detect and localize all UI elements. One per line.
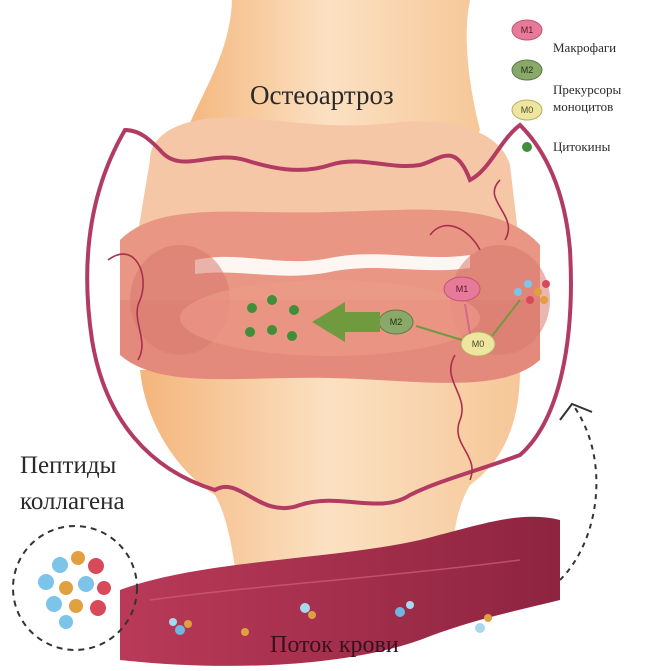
blood-flow-label: Поток крови (270, 632, 399, 659)
peptide-dot (308, 611, 316, 619)
cytokine-dot (245, 327, 255, 337)
peptide-dot (300, 603, 310, 613)
peptide-cluster (38, 551, 111, 629)
peptide-dot (406, 601, 414, 609)
peptides-label-line1: Пептиды (20, 448, 125, 484)
return-arrow-head (560, 404, 592, 420)
peptide-dot (38, 574, 54, 590)
peptide-dot (395, 607, 405, 617)
peptide-dot (169, 618, 177, 626)
peptide-dot (78, 576, 94, 592)
svg-text:M0: M0 (472, 339, 485, 349)
peptide-dot (90, 600, 106, 616)
peptide-dot (97, 581, 111, 595)
legend-monocytes-label: моноцитов (553, 99, 613, 115)
peptide-dot (52, 557, 68, 573)
peptide-dot (542, 280, 550, 288)
peptide-dot (71, 551, 85, 565)
cytokine-dot (267, 295, 277, 305)
peptide-dot (540, 296, 548, 304)
peptide-dot (88, 558, 104, 574)
peptide-zoom-circle (13, 526, 137, 650)
return-arrow (560, 408, 596, 580)
peptide-dot (175, 625, 185, 635)
peptide-dot (484, 614, 492, 622)
peptide-dot (46, 596, 62, 612)
peptides-label-line2: коллагена (20, 484, 125, 520)
svg-text:M2: M2 (521, 65, 534, 75)
peptide-dot (241, 628, 249, 636)
peptide-dot (526, 296, 534, 304)
svg-text:M2: M2 (390, 317, 403, 327)
legend-cytokine-dot (522, 142, 532, 152)
peptide-dot (514, 288, 522, 296)
svg-text:M1: M1 (521, 25, 534, 35)
peptide-dot (59, 615, 73, 629)
svg-text:M0: M0 (521, 105, 534, 115)
cytokine-dot (247, 303, 257, 313)
cytokine-dot (289, 305, 299, 315)
peptide-dot (475, 623, 485, 633)
peptides-label: Пептиды коллагена (20, 448, 125, 520)
cytokine-dot (287, 331, 297, 341)
peptide-dot (69, 599, 83, 613)
svg-text:M1: M1 (456, 284, 469, 294)
peptide-dot (184, 620, 192, 628)
peptide-dot (59, 581, 73, 595)
peptide-dot (524, 280, 532, 288)
legend-precursors-label: Прекурсоры (553, 82, 621, 98)
diagram-title: Остеоартроз (250, 80, 394, 111)
legend-cytokines-label: Цитокины (553, 139, 610, 155)
peptide-dot (534, 288, 542, 296)
cytokine-dot (267, 325, 277, 335)
legend-macrophages-label: Макрофаги (553, 40, 616, 56)
